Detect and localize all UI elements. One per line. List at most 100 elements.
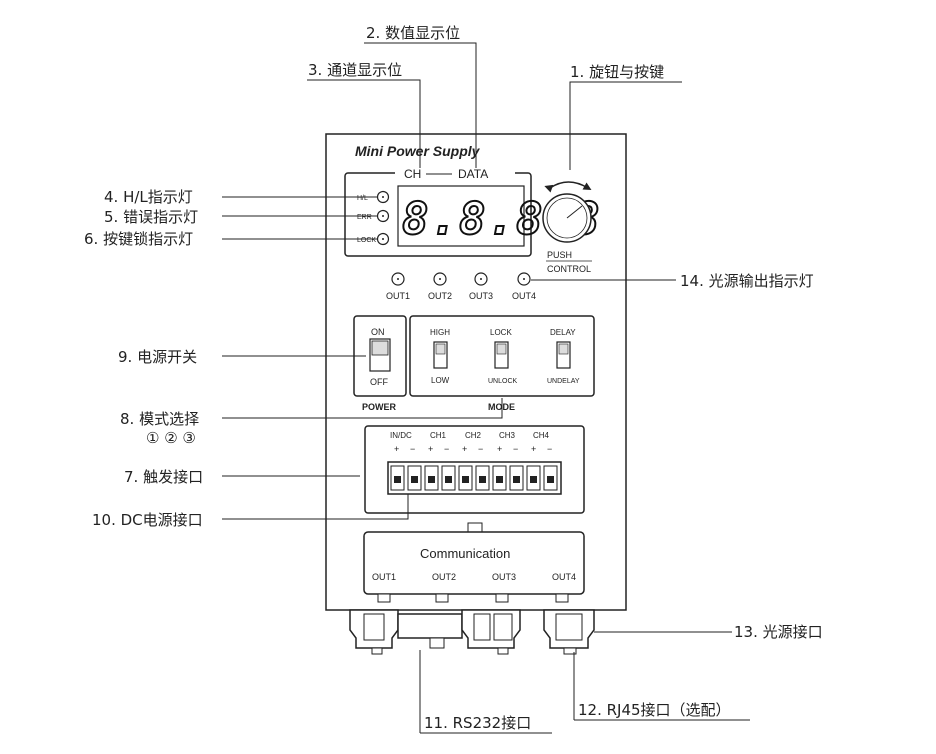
comm-tab-2	[435, 593, 449, 603]
display-label-mask	[395, 166, 515, 180]
power-label: POWER	[362, 402, 397, 412]
terminal-hole-6	[479, 476, 486, 483]
terminal-hole-1	[394, 476, 401, 483]
out1-led-dot	[397, 278, 399, 280]
mode-lock-lever	[496, 343, 507, 355]
term-ch1-label: CH1	[430, 431, 447, 440]
power-on-label: ON	[371, 327, 385, 337]
term-minus-3: −	[478, 444, 483, 454]
comm-tab-3	[495, 593, 509, 603]
term-plus-4: +	[497, 444, 502, 454]
bottom-connectors	[349, 609, 595, 655]
rj45-port-inner	[555, 613, 583, 641]
display-ch-label: CH	[404, 167, 421, 181]
output-leds: OUT1 OUT2 OUT3 OUT4	[386, 272, 536, 301]
mode-delay-lever	[558, 343, 569, 355]
power-off-label: OFF	[370, 377, 388, 387]
mode-low-label: LOW	[431, 376, 450, 385]
comm-tab-1	[377, 593, 391, 603]
term-ch3-label: CH3	[499, 431, 516, 440]
callout-hl-led: 4. H/L指示灯	[104, 188, 193, 206]
mode-lock-label: LOCK	[490, 328, 512, 337]
comm-out3-label: OUT3	[492, 572, 516, 582]
knob-push-label: PUSH	[547, 250, 572, 260]
terminal-hole-2	[411, 476, 418, 483]
callout-light-port: 13. 光源接口	[734, 623, 823, 641]
callout-dc-port: 10. DC电源接口	[92, 511, 203, 529]
term-minus-1: −	[410, 444, 415, 454]
led-err-dot	[382, 215, 384, 217]
callout-mode-select-sub: ① ② ③	[146, 429, 196, 447]
term-ch4-label: CH4	[533, 431, 550, 440]
callout-channel-digits: 3. 通道显示位	[308, 61, 402, 79]
term-minus-4: −	[513, 444, 518, 454]
out2-led-label: OUT2	[428, 291, 452, 301]
callout-trigger-port: 7. 触发接口	[124, 468, 203, 486]
light-port-1-latch	[371, 647, 383, 655]
light-port-2-latch	[497, 647, 509, 655]
rs232-port[interactable]	[397, 613, 463, 639]
callout-lock-led: 6. 按键锁指示灯	[84, 230, 193, 248]
terminal-hole-10	[547, 476, 554, 483]
led-hl-dot	[382, 196, 384, 198]
mode-high-label: HIGH	[430, 328, 450, 337]
knob-control-label: CONTROL	[547, 264, 591, 274]
out3-led-dot	[480, 278, 482, 280]
display-data-label: DATA	[458, 167, 488, 181]
comm-out1-label: OUT1	[372, 572, 396, 582]
leader-lines	[222, 42, 750, 734]
mode-unlock-label: UNLOCK	[488, 378, 518, 385]
terminal-pins	[390, 465, 558, 491]
callout-output-leds: 14. 光源输出指示灯	[680, 272, 814, 290]
mode-undelay-label: UNDELAY	[547, 378, 580, 385]
comm-title: Communication	[420, 546, 510, 561]
terminal-hole-5	[462, 476, 469, 483]
callout-rs232: 11. RS232接口	[424, 714, 531, 732]
rotate-arrow-head-left-icon	[544, 184, 554, 193]
out1-led-label: OUT1	[386, 291, 410, 301]
led-lock-dot	[382, 238, 384, 240]
term-plus-2: +	[428, 444, 433, 454]
term-indc-label: IN/DC	[390, 431, 412, 440]
comm-out2-label: OUT2	[432, 572, 456, 582]
led-lock-label: LOCK	[357, 237, 376, 244]
terminal-hole-8	[513, 476, 520, 483]
term-plus-5: +	[531, 444, 536, 454]
led-err-label: ERR	[357, 214, 372, 221]
light-port-2-inner-a	[473, 613, 491, 641]
comm-out4-label: OUT4	[552, 572, 576, 582]
term-minus-5: −	[547, 444, 552, 454]
out4-led-dot	[523, 278, 525, 280]
light-port-2-inner-b	[493, 613, 513, 641]
callout-err-led: 5. 错误指示灯	[104, 208, 198, 226]
out4-led-label: OUT4	[512, 291, 536, 301]
comm-panel	[363, 531, 585, 595]
led-hl-label: H/L	[357, 195, 368, 202]
leader-knob	[569, 81, 682, 170]
comm-top-notch	[467, 522, 483, 533]
term-plus-3: +	[462, 444, 467, 454]
callout-power-switch: 9. 电源开关	[118, 348, 197, 366]
mode-high-low-lever	[435, 343, 446, 355]
light-port-1-inner	[363, 613, 385, 641]
rj45-port-latch	[563, 647, 577, 655]
terminal-polarity-marks: + − + − + − + − + −	[394, 444, 552, 454]
comm-tab-4	[555, 593, 569, 603]
term-ch2-label: CH2	[465, 431, 482, 440]
power-switch-rocker	[371, 340, 389, 356]
term-minus-2: −	[444, 444, 449, 454]
panel-title: Mini Power Supply	[355, 143, 481, 159]
leader-dc-port	[222, 494, 409, 520]
rs232-port-tab	[429, 637, 445, 649]
rotate-arrow-head-right-icon	[582, 182, 592, 190]
callout-rj45: 12. RJ45接口（选配）	[578, 701, 731, 719]
out2-led-dot	[439, 278, 441, 280]
terminal-hole-4	[445, 476, 452, 483]
knob-pointer	[566, 205, 583, 219]
terminal-hole-9	[530, 476, 537, 483]
term-plus-1: +	[394, 444, 399, 454]
seven-segment-display	[397, 185, 525, 247]
mode-delay-label: DELAY	[550, 328, 576, 337]
callout-knob: 1. 旋钮与按键	[570, 63, 664, 81]
